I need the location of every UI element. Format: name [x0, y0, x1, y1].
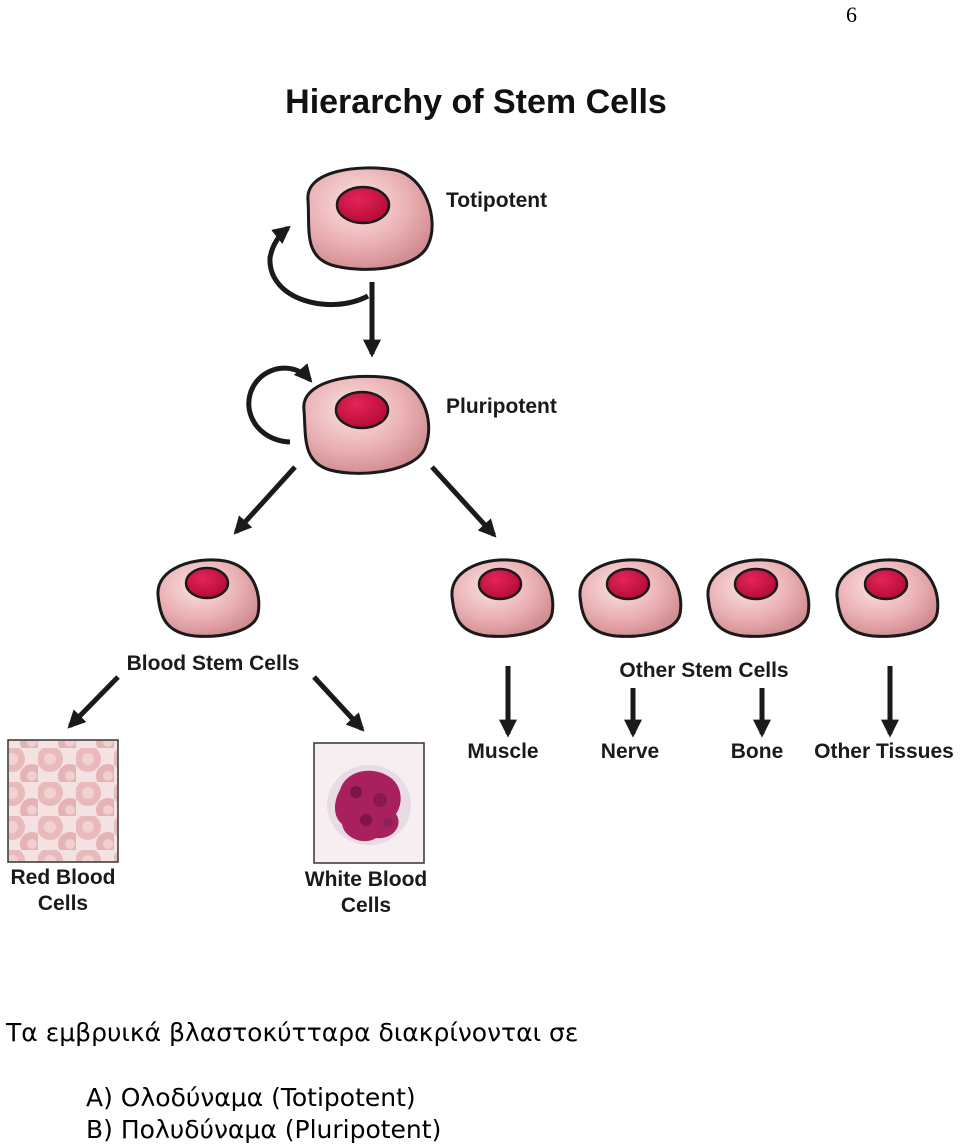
muscle-stem-cell [450, 558, 555, 638]
red-blood-cells-micrograph [7, 739, 119, 863]
pluripotent-cell [302, 374, 431, 475]
arrow-pluripotent-to-other-stem [430, 465, 497, 538]
arrow-pluripotent-to-blood-stem [233, 465, 297, 535]
arrow-blood-to-red [67, 675, 120, 729]
red-blood-label-line2: Cells [38, 892, 88, 915]
other-stem-cells-label: Other Stem Cells [619, 659, 788, 682]
intro-text: Τα εμβρυικά βλαστοκύτταρα διακρίνονται σ… [6, 1018, 579, 1047]
pluripotent-label: Pluripotent [446, 395, 557, 418]
diagram-title: Hierarchy of Stem Cells [285, 83, 667, 121]
muscle-label: Muscle [467, 740, 538, 763]
nerve-stem-cell [578, 558, 683, 638]
white-blood-cell-micrograph [313, 742, 425, 864]
blood-stem-cell [156, 558, 261, 638]
other-tissues-label: Other Tissues [814, 740, 954, 763]
bone-label: Bone [731, 740, 784, 763]
red-blood-label-line1: Red Blood [11, 866, 116, 889]
self-renewal-arrow-totipotent [267, 225, 370, 308]
blood-stem-cells-label: Blood Stem Cells [127, 652, 300, 675]
other-tissue-stem-cell [835, 558, 940, 638]
self-renewal-arrow-pluripotent [246, 363, 313, 445]
totipotent-cell [306, 166, 434, 271]
bone-stem-cell [706, 558, 811, 638]
nerve-label: Nerve [601, 740, 659, 763]
white-blood-label-line2: Cells [341, 894, 391, 917]
white-blood-label-line1: White Blood [305, 868, 427, 891]
stem-cell-hierarchy-diagram: Hierarchy of Stem Cells Totipotent Pluri… [7, 83, 954, 917]
option-a: Α) Ολοδύναμα (Totipotent) [86, 1083, 416, 1112]
totipotent-label: Totipotent [446, 189, 547, 212]
arrow-blood-to-white [312, 675, 365, 732]
page-number: 6 [846, 2, 857, 27]
option-b: Β) Πολυδύναμα (Pluripotent) [86, 1115, 442, 1144]
